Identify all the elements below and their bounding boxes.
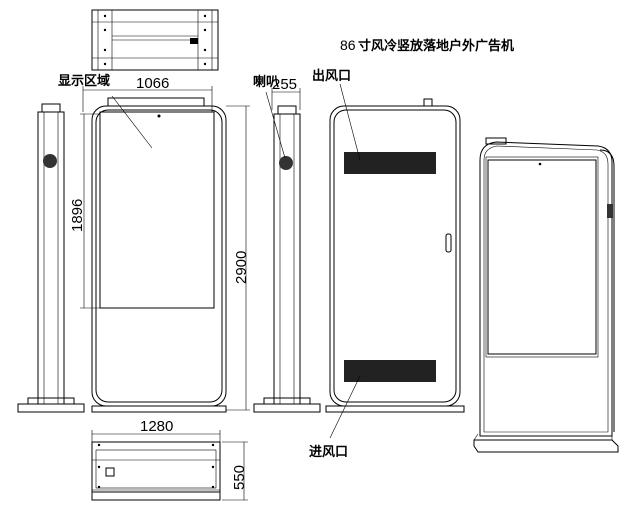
dim-display-height: 1896 — [69, 199, 86, 232]
title-text: 寸风冷竖放落地户外广告机 — [358, 38, 514, 54]
base-view — [91, 441, 221, 501]
title-model: 86 — [340, 37, 356, 53]
label-air-outlet: 出风口 — [312, 68, 351, 84]
dim-base-depth: 550 — [231, 465, 248, 490]
front-view — [91, 97, 227, 413]
left-side-view — [17, 103, 85, 413]
dim-total-width: 1280 — [140, 418, 173, 435]
label-display-area: 显示区域 — [58, 73, 110, 89]
back-view — [325, 98, 465, 413]
perspective-view — [473, 137, 619, 453]
dim-speaker-depth: 255 — [272, 76, 297, 93]
dim-display-width: 1066 — [136, 75, 169, 92]
top-view — [91, 9, 219, 71]
label-speaker: 喇叭 — [253, 74, 279, 90]
dim-total-height: 2900 — [233, 251, 250, 284]
right-side-view — [253, 105, 321, 413]
label-air-inlet: 进风口 — [309, 445, 348, 460]
